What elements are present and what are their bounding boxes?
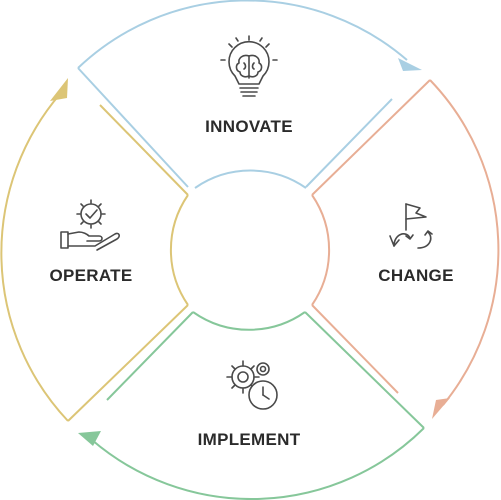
change-top-edge [311, 79, 431, 196]
change-bottom-edge [311, 304, 399, 394]
segment-innovate [77, 0, 422, 189]
gears-clock-icon [226, 360, 278, 410]
implement-right-edge [304, 311, 425, 429]
implement-label: IMPLEMENT [198, 430, 301, 449]
implement-arc [91, 427, 425, 500]
change-arrowhead [432, 398, 450, 419]
implement-arrowhead [78, 431, 101, 446]
operate-label: OPERATE [49, 266, 132, 285]
innovate-right-edge [305, 98, 393, 188]
hand-gear-icon [60, 199, 120, 251]
operate-bottom-edge [67, 304, 189, 422]
innovate-arrowhead [398, 58, 422, 71]
operate-arrowhead [50, 78, 68, 101]
lightbulb-brain-icon [220, 35, 278, 97]
segment-implement [78, 311, 425, 500]
operate-arc [0, 93, 69, 422]
segment-change [311, 79, 500, 419]
innovate-inner-arc [194, 169, 307, 189]
innovate-label: INNOVATE [205, 117, 293, 136]
segment-operate [0, 78, 189, 422]
innovate-arc [77, 0, 408, 69]
change-inner-arc [311, 194, 331, 306]
operate-top-edge [99, 104, 189, 196]
innovate-left-edge [77, 67, 189, 188]
flag-arrows-icon [389, 203, 433, 249]
change-arc [429, 79, 500, 406]
operate-inner-arc [169, 194, 189, 306]
implement-inner-arc [192, 311, 306, 331]
change-label: CHANGE [378, 266, 453, 285]
implement-left-edge [106, 311, 194, 401]
